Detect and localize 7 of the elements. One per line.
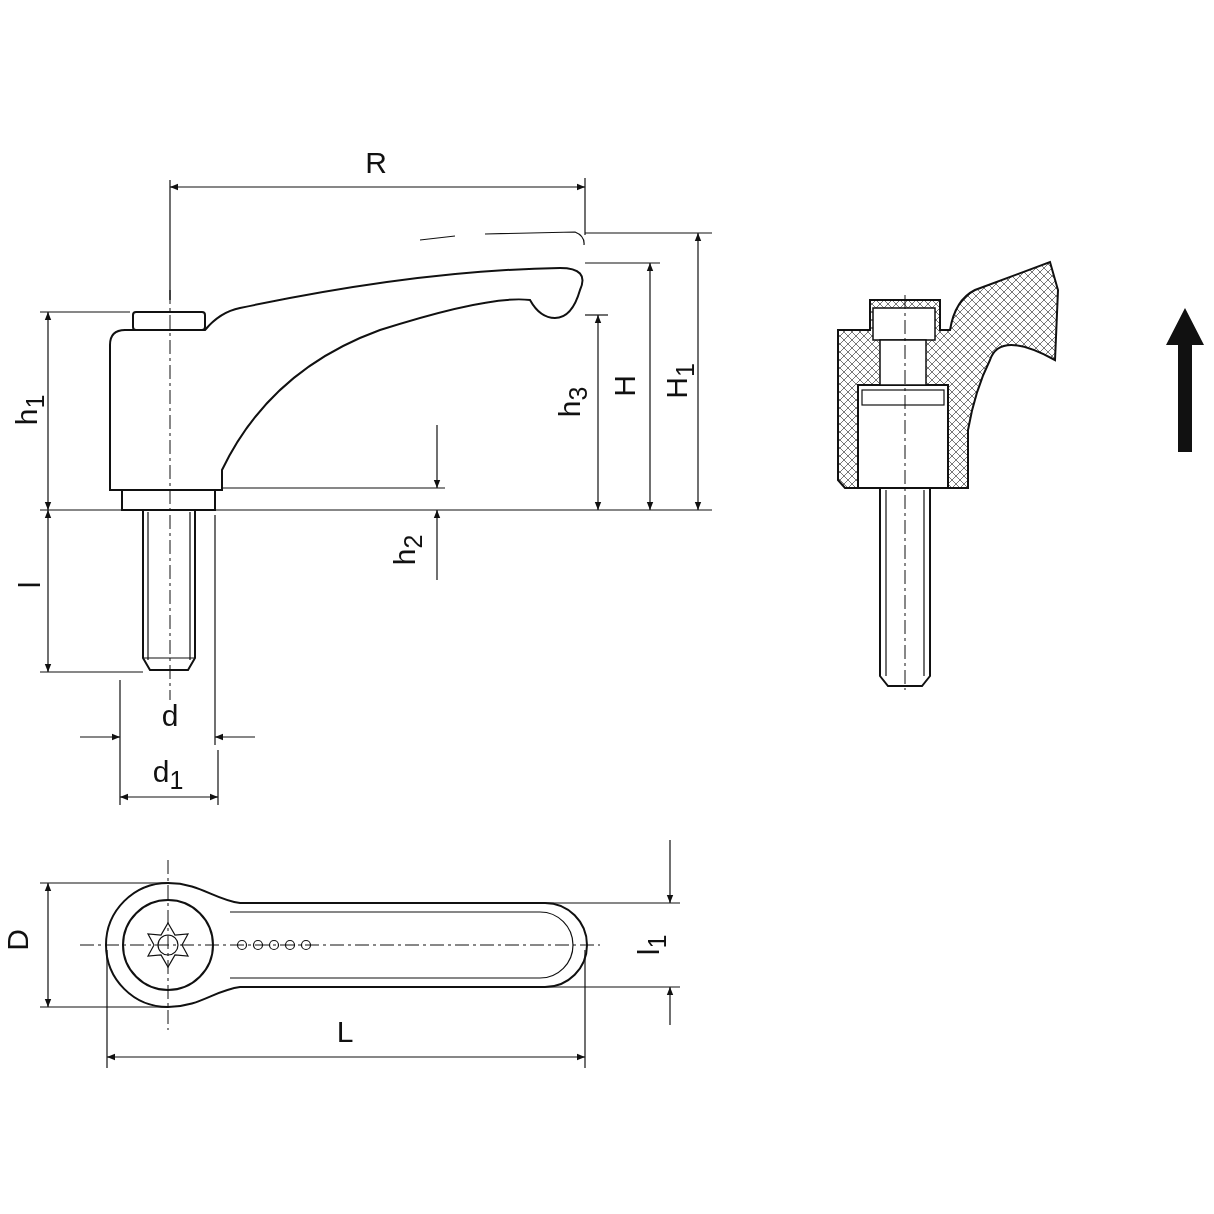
dimension-label: l <box>15 581 45 589</box>
dimension-label: d$_{1}$ <box>152 757 184 793</box>
dimension-label: D <box>3 929 33 951</box>
dimension-label: H <box>610 375 640 397</box>
dimension-label: d <box>161 701 179 731</box>
dimension-label: R <box>365 148 387 178</box>
dimension-label: L <box>336 1017 354 1047</box>
